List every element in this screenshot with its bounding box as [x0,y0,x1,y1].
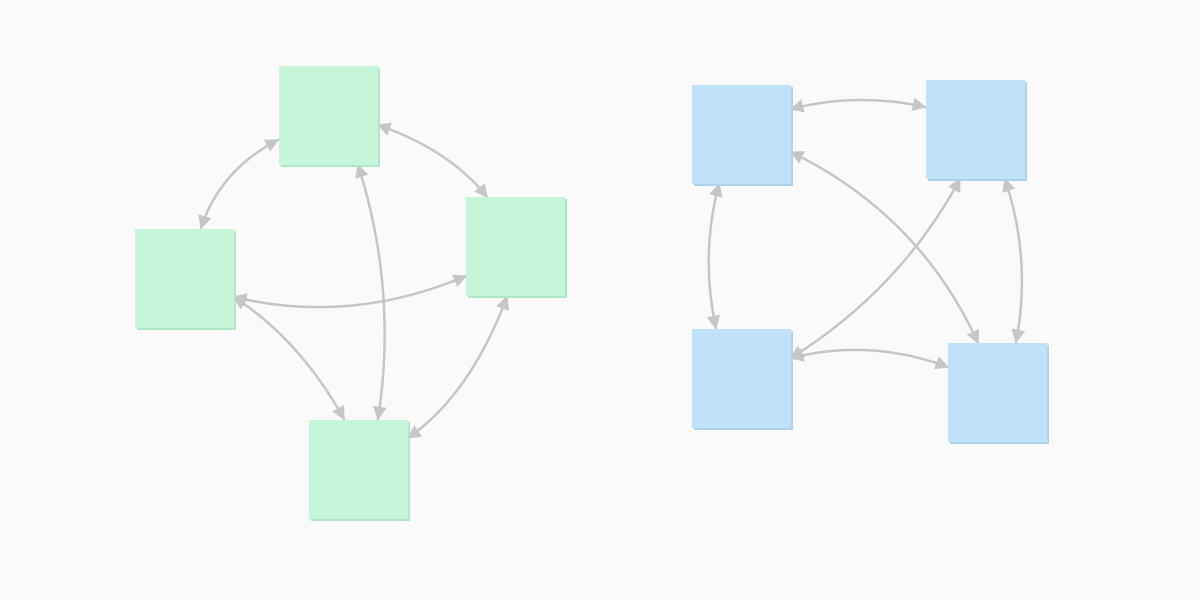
left-graph [135,66,567,521]
edge-left-right [232,274,468,309]
node-bottom[interactable] [309,420,408,519]
right-graph-nodes [692,80,1049,444]
edge-topright-bottomright [1002,177,1026,344]
edge-topleft-topright [789,97,927,113]
edge-top-left [198,138,280,230]
node-top-right[interactable] [926,80,1025,179]
left-graph-edges [198,122,510,440]
node-top-left[interactable] [692,85,791,184]
node-left[interactable] [135,229,234,328]
edge-top-right [376,122,489,199]
right-graph [692,80,1049,444]
node-right[interactable] [466,197,565,296]
right-graph-edges [706,97,1026,370]
edge-right-bottom [406,295,510,440]
node-bottom-left[interactable] [692,329,791,428]
left-graph-nodes [135,66,567,521]
edge-left-bottom [232,295,346,421]
node-top[interactable] [279,66,378,165]
edge-topright-bottomleft [789,177,962,360]
edge-bottomleft-bottomright [789,348,950,370]
edge-topleft-bottomleft [706,182,723,330]
edge-top-bottom [355,163,387,421]
node-bottom-right[interactable] [948,343,1047,442]
